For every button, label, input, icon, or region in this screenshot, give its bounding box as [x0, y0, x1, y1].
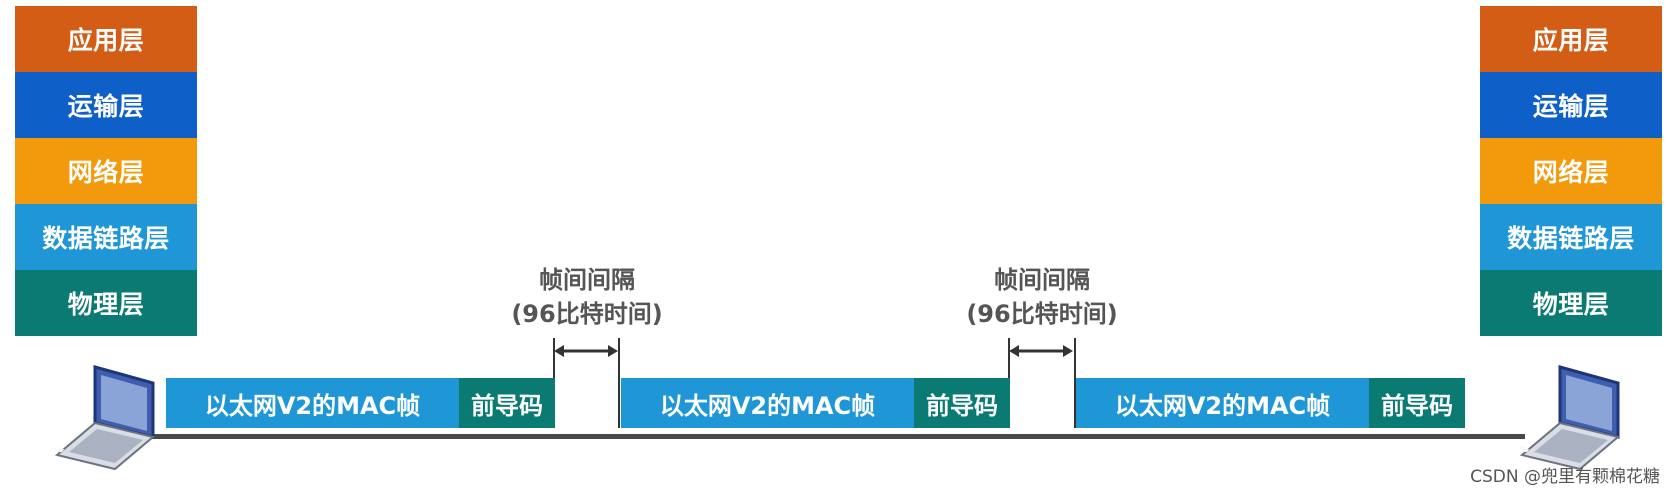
- double-arrow-icon: [1009, 345, 1073, 357]
- gap-boundary-line: [1074, 338, 1076, 428]
- mac-frame-block: 以太网V2的MAC帧: [621, 378, 914, 428]
- layer-datalink: 数据链路层: [1480, 204, 1662, 270]
- preamble-block: 前导码: [459, 378, 555, 428]
- ethernet-frame: 以太网V2的MAC帧 前导码: [621, 378, 1010, 428]
- transmission-line: [150, 434, 1525, 439]
- watermark-text: CSDN @兜里有颗棉花糖: [1470, 467, 1660, 487]
- layer-application: 应用层: [15, 6, 197, 72]
- frame-gap-label: 帧间间隔 (96比特时间): [922, 263, 1162, 331]
- frame-gap-duration: (96比特时间): [511, 300, 663, 328]
- frame-gap-title: 帧间间隔: [539, 266, 635, 294]
- layer-datalink: 数据链路层: [15, 204, 197, 270]
- layer-transport: 运输层: [15, 72, 197, 138]
- frame-gap-title: 帧间间隔: [994, 266, 1090, 294]
- laptop-icon: [55, 365, 156, 471]
- ethernet-frame: 以太网V2的MAC帧 前导码: [1076, 378, 1465, 428]
- layer-transport: 运输层: [1480, 72, 1662, 138]
- preamble-block: 前导码: [1369, 378, 1465, 428]
- frame-gap-label: 帧间间隔 (96比特时间): [467, 263, 707, 331]
- layer-network: 网络层: [1480, 138, 1662, 204]
- protocol-stack-left: 应用层 运输层 网络层 数据链路层 物理层: [15, 6, 197, 336]
- layer-application: 应用层: [1480, 6, 1662, 72]
- layer-physical: 物理层: [15, 270, 197, 336]
- gap-boundary-line: [618, 338, 620, 428]
- preamble-block: 前导码: [914, 378, 1010, 428]
- laptop-icon: [1520, 365, 1621, 471]
- double-arrow-icon: [554, 345, 618, 357]
- layer-network: 网络层: [15, 138, 197, 204]
- frame-gap-duration: (96比特时间): [966, 300, 1118, 328]
- ethernet-frame: 以太网V2的MAC帧 前导码: [166, 378, 555, 428]
- mac-frame-block: 以太网V2的MAC帧: [1076, 378, 1369, 428]
- mac-frame-block: 以太网V2的MAC帧: [166, 378, 459, 428]
- protocol-stack-right: 应用层 运输层 网络层 数据链路层 物理层: [1480, 6, 1662, 336]
- layer-physical: 物理层: [1480, 270, 1662, 336]
